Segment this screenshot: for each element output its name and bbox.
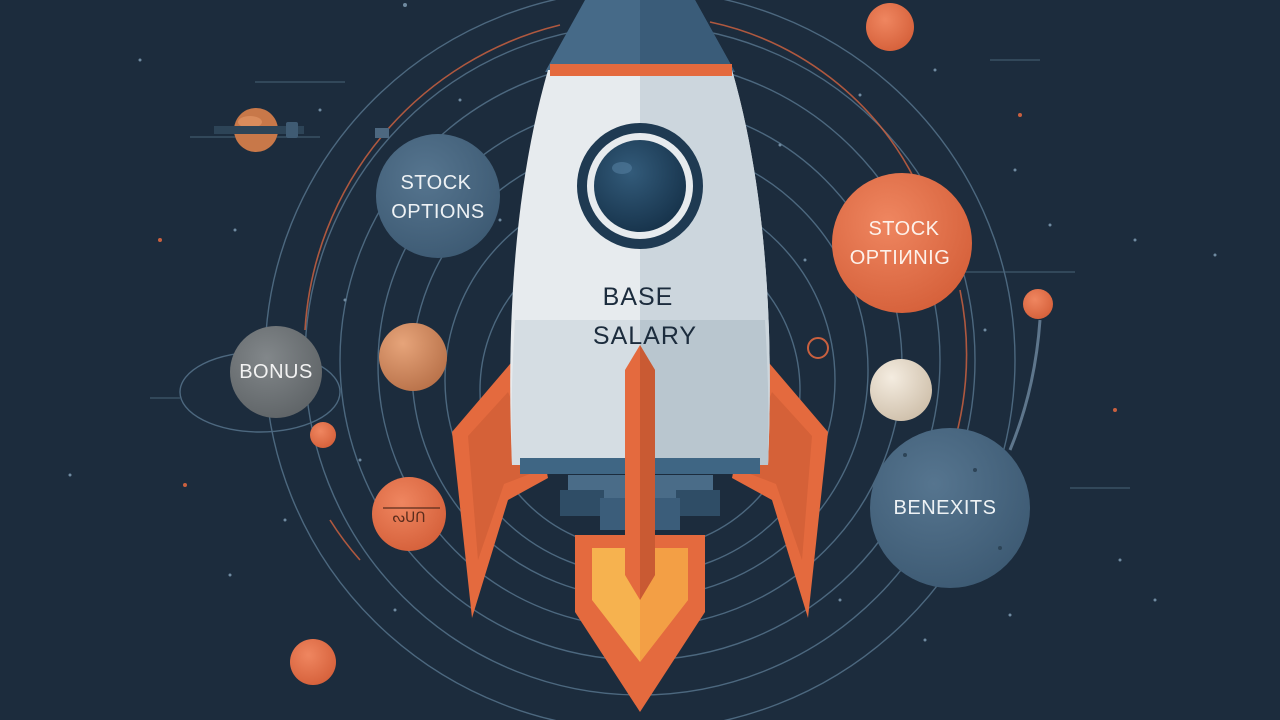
stock-options-left-line1: STOCK xyxy=(400,172,471,194)
stock-options-left-line2: OPTIONS xyxy=(391,201,485,223)
bonus-label: BONUS xyxy=(239,361,313,383)
benefits-label: BENEXITS xyxy=(894,497,997,519)
planet-benefits: BENEXITS xyxy=(870,428,1030,588)
comet-streak xyxy=(1008,319,1042,451)
small-planet-text: ᔓᑌᑎ xyxy=(393,510,426,526)
planet-tan-middle xyxy=(379,323,447,391)
stock-options-right-line1: STOCK xyxy=(868,218,939,240)
planet-orange-top xyxy=(866,3,914,51)
planet-cream xyxy=(870,359,932,421)
planet-small-text: ᔓᑌᑎ xyxy=(372,477,446,551)
planet-bonus: BONUS xyxy=(230,326,322,418)
planet-bottom-left xyxy=(290,639,336,685)
planet-stock-options-right: STOCK OPTIИNIG xyxy=(832,173,972,313)
stars xyxy=(68,3,1217,642)
stock-options-right-line2: OPTIИNIG xyxy=(850,247,951,269)
base-salary-line2: SALARY xyxy=(593,322,697,350)
satellite-icon xyxy=(214,122,389,138)
porthole-icon xyxy=(577,123,703,249)
planet-stock-options-left: STOCK OPTIONS xyxy=(376,134,500,258)
ring-marker xyxy=(807,337,829,359)
planet-small-left xyxy=(310,422,336,448)
planet-small-right xyxy=(1023,289,1053,319)
rocket-icon: BASE SALARY xyxy=(452,0,828,712)
base-salary-line1: BASE xyxy=(603,283,674,311)
